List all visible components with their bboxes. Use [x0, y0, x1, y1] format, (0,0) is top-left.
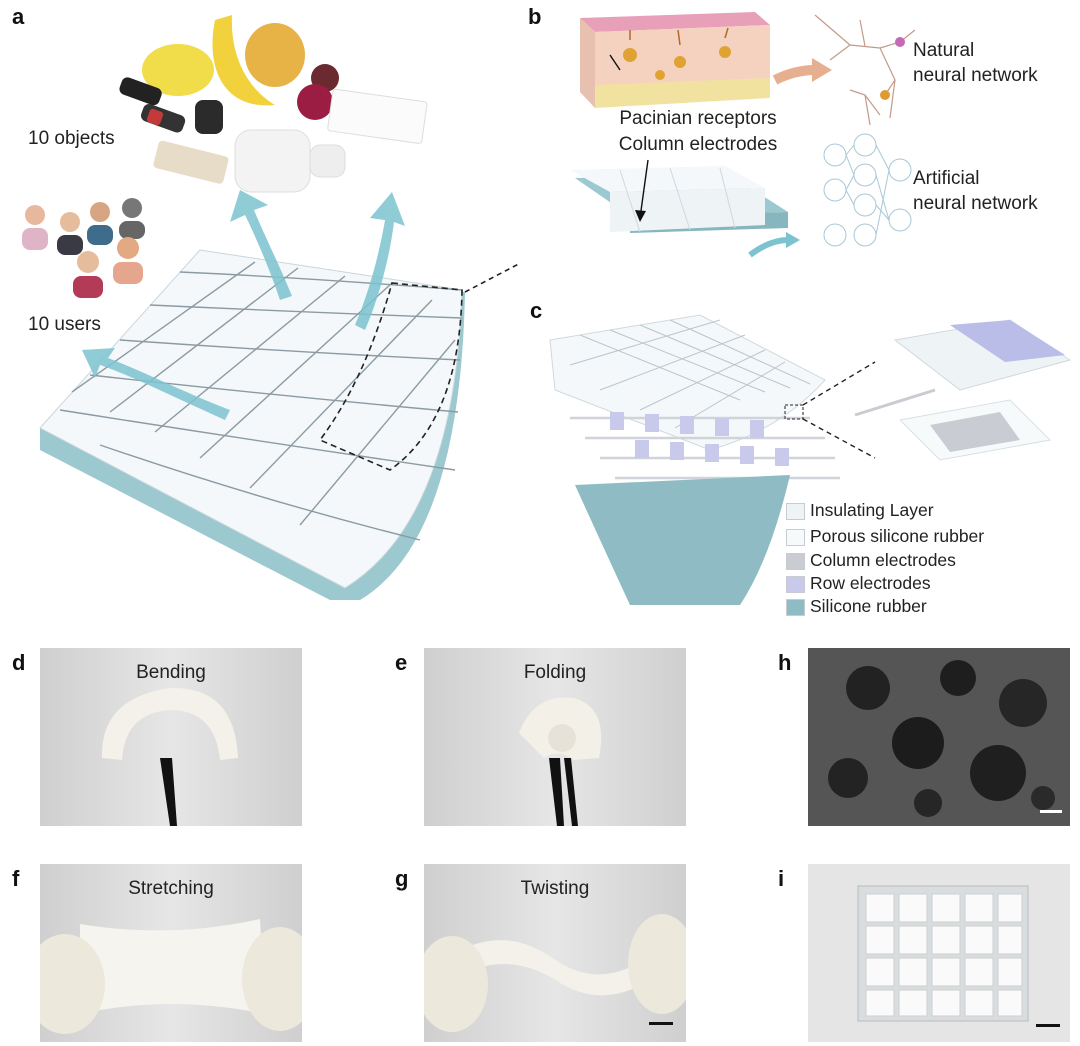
arrow-to-nn — [772, 65, 816, 85]
sem-image — [808, 648, 1070, 826]
pointer-column-electrodes — [639, 159, 649, 219]
panel-a-illustration — [22, 15, 520, 600]
panel-h-label: h — [778, 650, 792, 675]
panel-e-label: e — [395, 650, 408, 675]
skin-block — [580, 12, 770, 108]
legend-text: Row electrodes — [810, 573, 931, 593]
panel-d-label: d — [12, 650, 26, 675]
panel-c-label: c — [530, 298, 543, 323]
earbud-case — [234, 129, 311, 193]
berry-shape — [297, 84, 333, 120]
highlighted-pixel-box — [318, 282, 463, 471]
glove-left — [40, 934, 105, 1034]
lemon-shape — [142, 44, 214, 96]
pointer-pacinian — [609, 54, 621, 71]
legend-item-insulating: Insulating Layer — [786, 500, 934, 521]
lipstick-body — [141, 103, 186, 133]
natural-nn-icon — [814, 14, 916, 126]
legend-text: Porous silicone rubber — [810, 526, 985, 546]
electrode-block — [570, 166, 788, 233]
photo-folding: Folding — [424, 648, 686, 826]
panel-b-illustration — [570, 12, 916, 258]
artificial-nn-label-2: neural network — [913, 193, 1038, 214]
arrow-users — [82, 348, 230, 420]
business-card — [327, 88, 428, 144]
legend-item-column: Column electrodes — [786, 550, 956, 571]
panel-f-label: f — [12, 866, 20, 891]
natural-nn-label-2: neural network — [913, 65, 1038, 86]
tweezer-shape — [160, 758, 177, 826]
photo-bending: Bending — [40, 648, 302, 826]
legend-swatch — [786, 576, 805, 593]
flow-arrows — [82, 190, 405, 420]
legend-text: Silicone rubber — [810, 596, 927, 616]
legend-swatch — [786, 529, 805, 546]
sensor-array-substrate — [39, 249, 465, 600]
panel-c-exploded-view — [549, 314, 1072, 605]
arrow-objects-left — [230, 190, 292, 300]
scale-bar — [1036, 1024, 1060, 1027]
lipstick-cap — [119, 77, 162, 106]
glove-right — [242, 927, 302, 1031]
artificial-nn-label-1: Artificial — [913, 168, 980, 189]
folding-caption: Folding — [523, 662, 587, 683]
photo-array — [808, 864, 1070, 1042]
artificial-nn-icon — [823, 133, 912, 247]
users-icons — [22, 198, 145, 298]
twisting-caption: Twisting — [520, 878, 590, 899]
panel-a-label: a — [12, 4, 25, 29]
banana-shape — [212, 15, 275, 106]
photo-stretching: Stretching — [40, 864, 302, 1042]
legend-text: Column electrodes — [810, 550, 956, 570]
column-electrodes-label: Column electrodes — [618, 134, 778, 155]
photo-twisting: Twisting — [424, 864, 686, 1042]
panel-g-label: g — [395, 866, 409, 891]
legend-swatch — [786, 599, 805, 616]
panel-b-label: b — [528, 4, 542, 29]
objects-label: 10 objects — [28, 128, 115, 149]
bending-caption: Bending — [136, 662, 206, 683]
legend-swatch — [786, 553, 805, 570]
users-label: 10 users — [28, 314, 101, 335]
legend-item-silicone: Silicone rubber — [786, 596, 927, 617]
pacinian-label: Pacinian receptors — [619, 108, 777, 129]
electrode-grid — [570, 404, 840, 480]
scale-bar — [649, 1022, 673, 1025]
legend-item-porous: Porous silicone rubber — [786, 526, 985, 547]
highlight-box — [784, 404, 804, 420]
zoomed-cell — [854, 319, 1072, 461]
natural-nn-label-1: Natural — [913, 40, 975, 61]
usb-drive — [153, 140, 229, 184]
objects-cluster — [119, 15, 428, 193]
legend-item-row: Row electrodes — [786, 573, 931, 594]
legend-text: Insulating Layer — [810, 500, 934, 520]
connector-a-b — [464, 262, 520, 293]
mango-shape — [245, 23, 305, 87]
small-clip — [309, 144, 346, 178]
legend-swatch — [786, 503, 805, 520]
arrow-objects-right — [355, 192, 405, 330]
scale-bar — [1040, 810, 1062, 813]
panel-i-label: i — [778, 866, 785, 891]
car-key — [195, 100, 223, 134]
stretching-caption: Stretching — [128, 878, 214, 899]
substrate-layer — [575, 475, 790, 605]
